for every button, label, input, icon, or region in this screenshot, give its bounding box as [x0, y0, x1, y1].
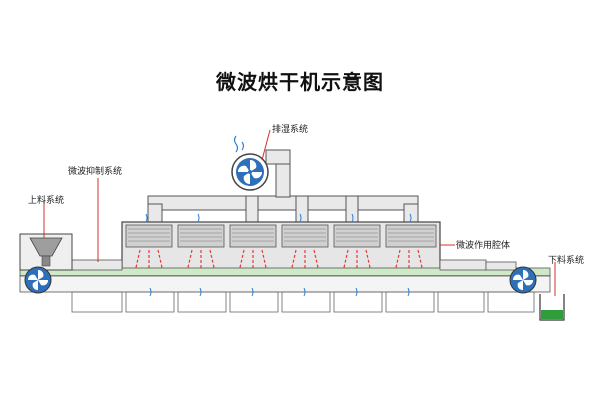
feed-hopper [19, 233, 73, 271]
feed-fan-icon [24, 266, 52, 294]
label-feeding-system: 上料系统 [28, 196, 65, 206]
discharge-bin [539, 294, 565, 321]
label-exhaust-system: 排湿系统 [272, 125, 309, 135]
label-discharge-system: 下料系统 [548, 256, 585, 266]
exhaust-fan-icon [231, 153, 269, 191]
label-pointers [43, 129, 556, 296]
discharge-fan-icon [509, 266, 537, 294]
diagram-title: 微波烘干机示意图 [216, 70, 384, 94]
conveyor-belt [19, 267, 551, 313]
label-microwave-cavity: 微波作用腔体 [456, 241, 511, 251]
suppression-section [71, 259, 517, 271]
steam-icon [233, 135, 245, 153]
label-suppression-system: 微波抑制系统 [68, 167, 123, 177]
exhaust-duct [147, 149, 419, 225]
